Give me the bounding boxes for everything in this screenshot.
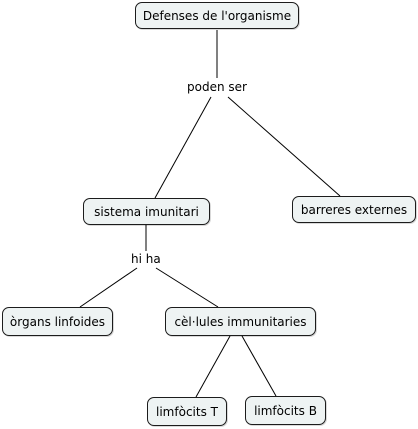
link-label-can-be: poden ser — [185, 79, 249, 95]
node-immune-cells-label: cèl·lules immunitaries — [174, 314, 307, 329]
node-immune-system[interactable]: sistema imunitari — [83, 198, 210, 225]
node-t-cells[interactable]: limfòcits T — [147, 397, 227, 426]
node-root[interactable]: Defenses de l'organisme — [135, 2, 299, 29]
node-external-barriers-label: barreres externes — [300, 202, 408, 217]
connector-there-are-to-immune-cells — [155, 267, 219, 308]
connector-can-be-to-external-barriers — [227, 96, 341, 197]
node-root-label: Defenses de l'organisme — [142, 8, 292, 23]
node-b-cells[interactable]: limfòcits B — [245, 396, 326, 425]
connector-immune-cells-to-b-cells — [241, 335, 277, 397]
connector-can-be-to-immune-system — [154, 96, 212, 199]
node-lymphoid-organs[interactable]: òrgans linfoides — [2, 307, 113, 336]
link-label-there-are: hi ha — [129, 251, 163, 267]
node-immune-cells[interactable]: cèl·lules immunitaries — [165, 307, 316, 336]
node-t-cells-label: limfòcits T — [156, 404, 218, 419]
node-external-barriers[interactable]: barreres externes — [292, 196, 416, 223]
node-b-cells-label: limfòcits B — [254, 403, 317, 418]
node-immune-system-label: sistema imunitari — [94, 204, 199, 219]
node-lymphoid-organs-label: òrgans linfoides — [9, 314, 106, 329]
connector-immune-cells-to-t-cells — [195, 335, 231, 398]
connector-there-are-to-lymphoid-organs — [79, 267, 138, 308]
